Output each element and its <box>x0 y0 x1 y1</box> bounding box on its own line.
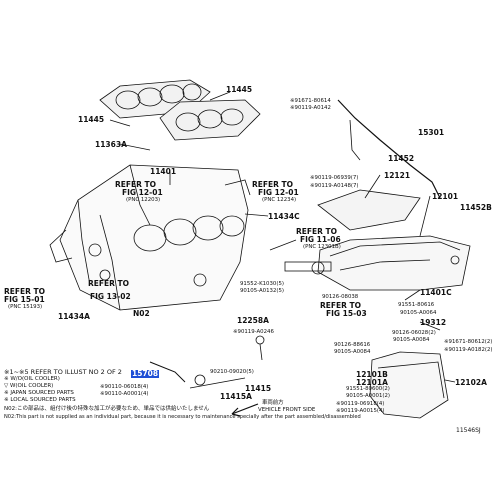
part-label-n12101b: 12101B <box>356 370 388 379</box>
part-label-n12101a: 12101A <box>356 378 388 387</box>
part-label-ref1b: FIG 12-01 <box>122 188 163 197</box>
part-label-n90126c: 90126-88616 <box>334 342 371 348</box>
legend-note-6: N02:This part is not supplied as an indi… <box>4 414 361 420</box>
part-label-n02: N02 <box>133 309 150 318</box>
part-label-n90119c: ※90119-A0148(7) <box>310 183 359 189</box>
part-label-11434c: 11434C <box>268 212 300 221</box>
part-label-n90105e: 90105-A0001(2) <box>346 393 391 399</box>
part-label-n15301: 15301 <box>418 128 445 137</box>
part-label-ref3b: FIG 11-06 <box>300 235 341 244</box>
part-label-n90105a: 90105-A0132(5) <box>240 288 285 294</box>
part-label-refn: ※1~※5 REFER TO ILLUST NO 2 OF 2 <box>4 368 122 376</box>
legend-note-1: ※ W/O(OIL COOLER) <box>4 376 60 382</box>
part-label-11445b: 11445 <box>78 115 105 124</box>
part-label-n11415: 11415 <box>245 384 272 393</box>
part-label-n11415a: 11415A <box>220 392 252 401</box>
part-label-n91551b: 91551-80600(2) <box>346 386 390 392</box>
figure-code: 11546SJ <box>456 427 481 434</box>
part-label-n19312: 19312 <box>420 318 447 327</box>
part-label-n11401c: 11401C <box>420 288 452 297</box>
part-label-ref2: REFER TO <box>252 180 294 189</box>
part-label-ref6b: FIG 15-03 <box>326 309 367 318</box>
part-label-n90105d: 90105-A0084 <box>334 349 371 355</box>
part-label-11445a: 11445 <box>226 85 253 94</box>
part-label-n90119a: ※90119-A0142 <box>290 105 331 111</box>
lower-oil-pan-drawing <box>369 351 449 419</box>
part-label-n90210: 90210-09020(5) <box>210 369 254 375</box>
part-label-n9011060018b: ※90110-A0001(4) <box>100 391 149 397</box>
part-label-ref5b: FIG 15-01 <box>4 295 45 304</box>
part-label-n91551: 91551-80616 <box>398 302 435 308</box>
part-label-n90126: 90126-08038 <box>322 294 359 300</box>
part-label-n90105c: 90105-A0084 <box>393 337 430 343</box>
part-label-n91671: ※91671-80614 <box>290 98 331 104</box>
part-label-ref5: REFER TO <box>4 287 46 296</box>
bolt-group-box <box>284 261 332 272</box>
part-label-n9011060018: ※90110-06018(4) <box>100 384 149 390</box>
part-label-n90119b: ※90119-06939(7) <box>310 175 359 181</box>
part-label-n12101: 12101 <box>432 192 459 201</box>
part-label-vf2: VEHICLE FRONT SIDE <box>258 407 316 413</box>
head-gasket-drawing <box>99 79 261 141</box>
part-label-ref6: REFER TO <box>320 301 362 310</box>
legend-note-2: ▽ W(OIL COOLER) <box>4 383 54 389</box>
part-label-11401: 11401 <box>150 167 177 176</box>
part-label-ref5c: (PNC 15193) <box>8 304 43 310</box>
legend-note-3: ※ JAPAN SOURCED PARTS <box>4 390 74 396</box>
part-label-n90119g: ※90119-A0015(4) <box>336 408 385 414</box>
part-label-ref3: REFER TO <box>296 227 338 236</box>
cylinder-block-drawing <box>49 164 251 311</box>
part-label-n91671b: ※91671-80612(2) <box>444 339 493 345</box>
part-label-n11452: 11452 <box>388 154 415 163</box>
dipstick-drawing <box>337 99 441 199</box>
legend-note-5: N02:この部品は、組付け後の特殊な加工が必要なため、単品では供給いたしません <box>4 406 210 412</box>
part-label-n90105b: 90105-A0064 <box>400 310 437 316</box>
oil-pan-drawing <box>311 235 471 291</box>
part-label-n90119e: ※90119-A0182(2) <box>444 347 493 353</box>
part-label-ref2b: FIG 12-01 <box>258 188 299 197</box>
part-label-n90126b: 90126-06028(2) <box>392 330 436 336</box>
part-label-n12102a: 12102A <box>455 378 487 387</box>
part-label-ref3c: (PNC 12301B) <box>303 244 341 250</box>
legend-note-4: ※ LOCAL SOURCED PARTS <box>4 397 76 403</box>
part-label-n12121: 12121 <box>384 171 411 180</box>
part-label-ref1c: (PNC 12203) <box>126 197 161 203</box>
part-label-n90119d: ※90119-A0246 <box>233 329 274 335</box>
part-label-n91552: 91552-K1030(5) <box>240 281 284 287</box>
part-label-vf1: 車両前方 <box>262 400 284 406</box>
part-label-n12258a: 12258A <box>237 316 269 325</box>
part-label-n90119f: ※90119-06918(4) <box>336 401 385 407</box>
part-label-ref4: REFER TO <box>88 279 130 288</box>
part-label-11363a: 11363A <box>95 140 127 149</box>
part-label-ref1: REFER TO <box>115 180 157 189</box>
part-label-15708[interactable]: 15708 <box>131 369 160 378</box>
part-label-ref2c: (PNC 12234) <box>262 197 297 203</box>
baffle-plate-drawing <box>317 189 421 231</box>
part-label-n11452b: 11452B <box>460 203 492 212</box>
part-label-11434a: 11434A <box>58 312 90 321</box>
part-label-ref4b: FIG 13-02 <box>90 292 131 301</box>
